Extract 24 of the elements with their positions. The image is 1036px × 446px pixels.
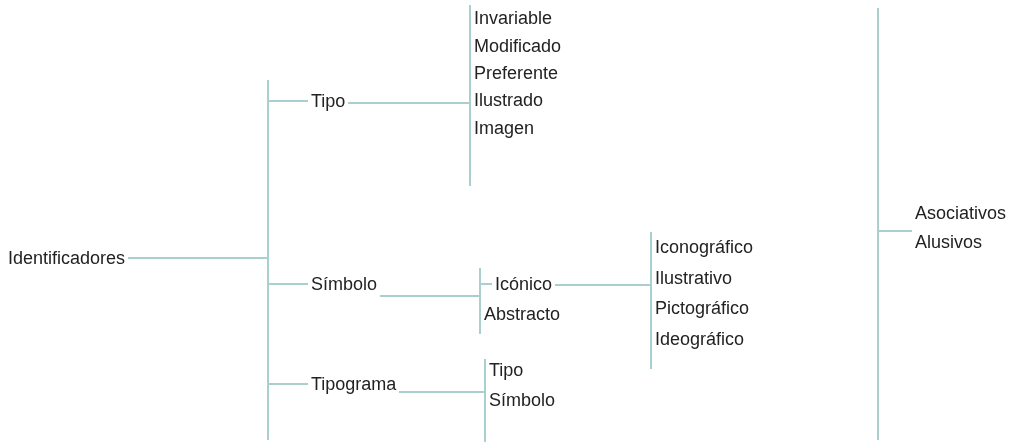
category-label: Iconográfico [655, 233, 754, 261]
category-label: Imagen [474, 114, 535, 142]
connector-line [398, 391, 487, 401]
category-label: Invariable [474, 4, 553, 32]
category-label: Modificado [474, 32, 562, 60]
category-label: Ilustrado [474, 86, 544, 114]
connector-line [554, 284, 653, 340]
category-label: Abstracto [484, 300, 561, 328]
category-label: Identificadores [8, 244, 126, 272]
category-label: Ilustrativo [655, 264, 733, 292]
category-label: Preferente [474, 59, 559, 87]
category-label: Pictográfico [655, 294, 750, 322]
connector-line [347, 102, 472, 129]
category-label: Ideográfico [655, 325, 745, 353]
connector-line [127, 257, 309, 385]
category-label: Tipograma [311, 370, 397, 398]
category-label: Tipo [311, 87, 346, 115]
category-label: Símbolo [489, 386, 556, 414]
category-label: Alusivos [915, 231, 983, 254]
category-label: Asociativos [915, 202, 1007, 225]
category-label: Icónico [495, 270, 553, 298]
connector-line [379, 295, 482, 315]
category-label: Tipo [489, 356, 524, 384]
category-label: Símbolo [311, 270, 378, 298]
